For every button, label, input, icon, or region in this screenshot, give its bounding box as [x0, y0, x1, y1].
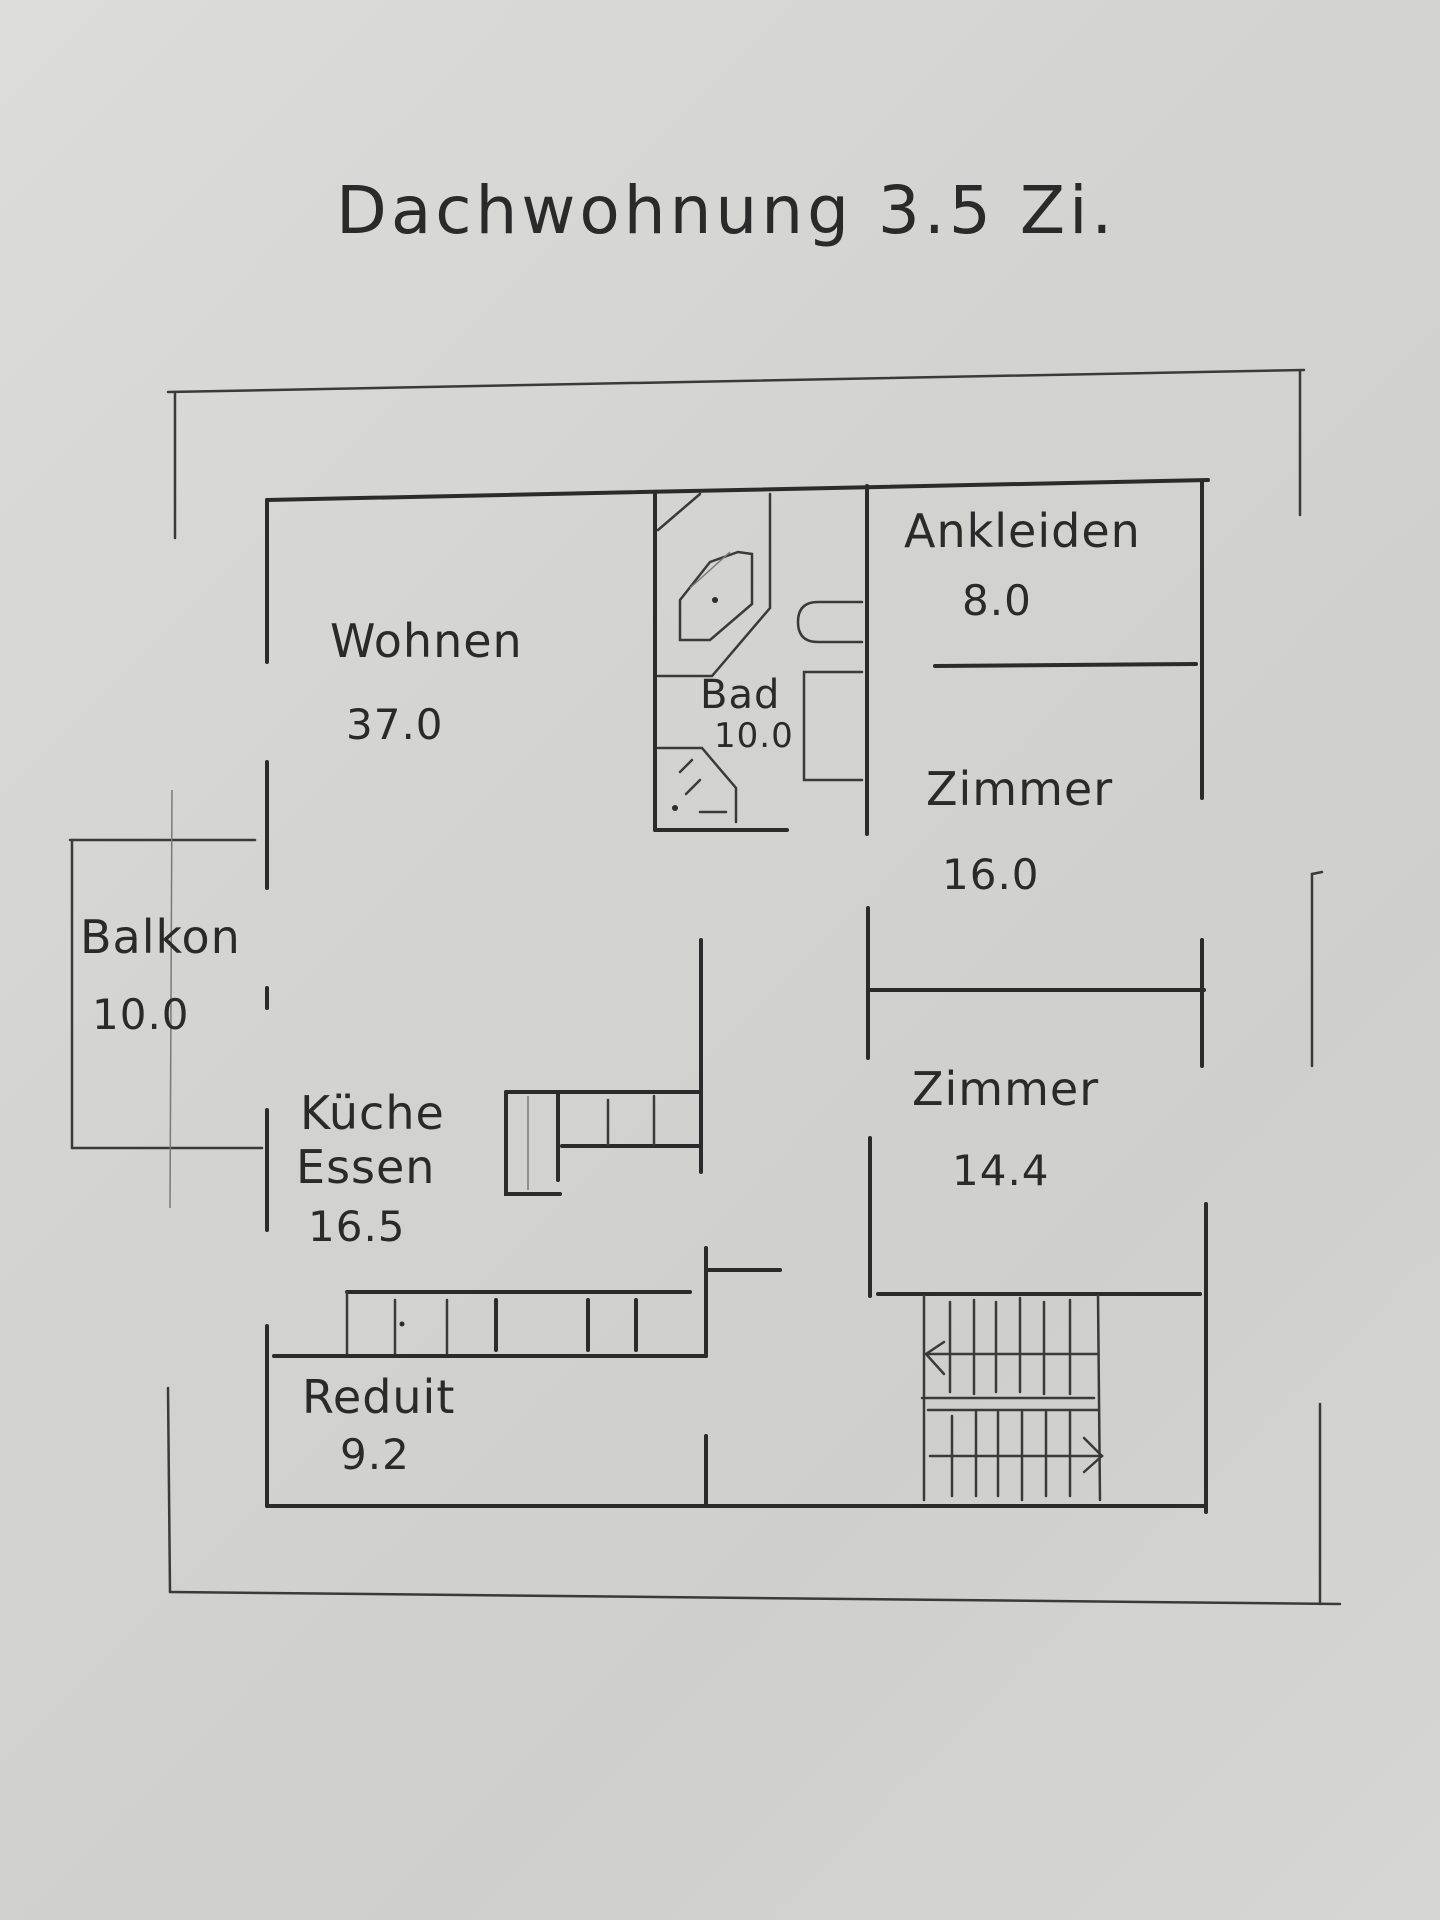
balcony-outline: [68, 789, 264, 1209]
roof-outline: [166, 368, 1342, 1606]
shelving-icon: [272, 1246, 782, 1508]
room-area-zimmer-2: 14.4: [952, 1146, 1050, 1195]
room-name-kueche: Küche: [300, 1086, 445, 1140]
bedroom-walls: [866, 662, 1206, 1298]
room-name-essen: Essen: [296, 1140, 436, 1194]
toilet-icon: [802, 670, 864, 782]
exterior-walls: [265, 478, 1210, 1514]
room-area-zimmer-1: 16.0: [942, 850, 1040, 899]
kitchen-counter-icon: [504, 938, 703, 1196]
room-area-balkon: 10.0: [92, 990, 190, 1039]
room-name-wohnen: Wohnen: [330, 614, 523, 668]
sink-icon: [796, 600, 864, 644]
room-area-kueche-essen: 16.5: [308, 1202, 406, 1251]
staircase-icon: [920, 1294, 1104, 1502]
room-area-bad: 10.0: [714, 716, 794, 756]
room-area-wohnen: 37.0: [346, 700, 444, 749]
room-name-ankleiden: Ankleiden: [904, 504, 1141, 558]
room-area-ankleiden: 8.0: [962, 576, 1032, 625]
room-area-reduit: 9.2: [340, 1430, 410, 1479]
bathtub-icon: [656, 492, 772, 678]
plan-title: Dachwohnung 3.5 Zi.: [336, 172, 1117, 249]
shower-icon: [656, 746, 738, 824]
room-name-balkon: Balkon: [80, 910, 241, 964]
room-name-zimmer-1: Zimmer: [926, 762, 1114, 816]
room-name-zimmer-2: Zimmer: [912, 1062, 1100, 1116]
room-name-bad: Bad: [700, 672, 781, 718]
bathroom-walls: [653, 484, 869, 836]
room-name-reduit: Reduit: [302, 1370, 456, 1424]
